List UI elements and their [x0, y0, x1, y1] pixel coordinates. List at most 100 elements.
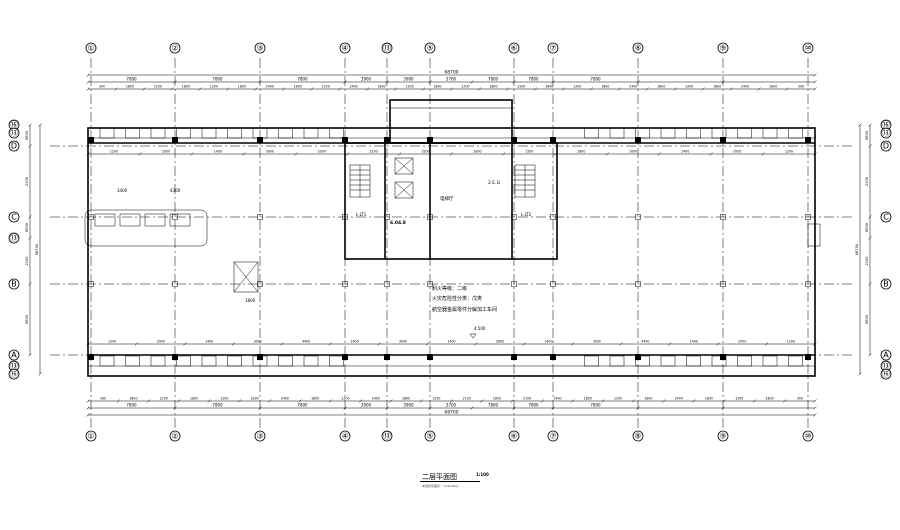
dim-tick [114, 87, 118, 91]
dim-tick [28, 215, 32, 219]
dim-tick [358, 399, 363, 403]
dim-label: 2100 [25, 257, 29, 266]
dim-label: 1400 [205, 340, 213, 344]
axis-bubble: ⑦ [547, 42, 559, 54]
window-top [201, 127, 217, 139]
column-interior [342, 214, 348, 220]
dim-tick [328, 342, 333, 346]
dim-label: 1800 [769, 85, 777, 89]
column [342, 137, 348, 143]
column-interior [88, 214, 94, 220]
dim-label: 3200 [421, 150, 429, 154]
dim-tick [661, 399, 666, 403]
dim-tick [729, 87, 733, 91]
toilet-stall-4 [169, 213, 191, 227]
column [635, 354, 641, 360]
dim-label: 1200 [108, 340, 116, 344]
dim-tick [601, 399, 605, 403]
dim-label: 3800 [545, 85, 553, 89]
dim-label: 1200 [573, 85, 581, 89]
toilet-stall-2 [119, 213, 141, 227]
dim-label: 6600 [25, 315, 29, 324]
dim-tick [868, 353, 872, 357]
window-bottom [278, 355, 293, 367]
window-top [252, 127, 268, 139]
dim-tick [268, 399, 272, 403]
dim-label: 1800 [644, 397, 652, 401]
column [172, 354, 178, 360]
axis-label: ⑯ [882, 121, 890, 130]
dim-label: 300 [100, 397, 106, 401]
dim-tick [310, 87, 314, 91]
window-bottom [125, 355, 140, 367]
axis-bubble: ⑥ [508, 430, 520, 442]
dim-label: 2400 [266, 85, 274, 89]
column [805, 354, 811, 360]
window-top [227, 127, 242, 139]
dim-label: 1200 [685, 85, 693, 89]
dim-tick [512, 406, 516, 410]
dim-label: 7800 [297, 77, 308, 82]
dim-label: 1800 [126, 85, 134, 89]
dim-tick [298, 399, 302, 403]
dim-label: 1800 [601, 85, 609, 89]
dim-tick [785, 87, 789, 91]
column [427, 354, 433, 360]
dim-tick [343, 80, 347, 84]
axis-bubble: ⑧ [632, 42, 644, 54]
usage-note-1: 耐火等级：二级 [432, 285, 467, 292]
axis-bubble: ④ [339, 42, 351, 54]
dim-tick [365, 87, 370, 91]
axis-bubble: B [8, 278, 20, 290]
column [427, 137, 433, 143]
dim-tick [722, 399, 726, 403]
dim-label: 300 [99, 85, 105, 89]
column-interior [635, 281, 641, 287]
elevator-x2b [394, 181, 414, 199]
axis-bubble: A [8, 349, 20, 361]
axis-label: A [883, 351, 889, 360]
window-bottom [201, 355, 217, 367]
dim-tick [813, 80, 817, 84]
dim-tick [868, 215, 872, 219]
axis-label: ⑬ [10, 129, 18, 138]
dim-label: 1800 [705, 397, 713, 401]
dim-label: 6600 [865, 131, 869, 140]
dim-label: 3700 [446, 403, 457, 408]
axis-label: ③ [256, 44, 263, 53]
dim-tick [86, 406, 90, 410]
axis-bubble: ⑬ [8, 127, 20, 139]
window-top [303, 127, 319, 139]
dim-label: 3700 [446, 77, 457, 82]
title-underline [420, 481, 480, 482]
column-interior [257, 214, 263, 220]
dim-tick [570, 399, 575, 403]
axis-label: ④ [341, 44, 348, 53]
axis-bubble: ③ [254, 42, 266, 54]
axis-label: ⑯ [10, 370, 18, 379]
level-triangle [469, 333, 477, 339]
dim-tick [86, 413, 90, 417]
dim-label: 2100 [463, 397, 471, 401]
column-interior [511, 281, 517, 287]
drawing-title: 二层平面图 [422, 473, 457, 481]
dim-label: 7800 [528, 77, 539, 82]
dim-tick [86, 87, 90, 91]
dim-label: 1200 [517, 85, 525, 89]
axis-label: ⑤ [426, 44, 433, 53]
dim-tick [385, 80, 389, 84]
axis-label: A [11, 351, 17, 360]
window-top [278, 127, 293, 139]
axis-bubble: ⑨ [717, 430, 729, 442]
toilet-block [84, 209, 208, 247]
axis-label: ⑨ [719, 44, 726, 53]
dim-label: 1800 [493, 397, 501, 401]
dim-tick [470, 406, 474, 410]
axis-label: ⑦ [549, 432, 556, 441]
dim-label: 4400 [302, 340, 310, 344]
window-top [609, 127, 625, 139]
axis-label: ⑯ [10, 121, 18, 130]
dim-tick [328, 399, 333, 403]
dim-label: 1800 [251, 397, 259, 401]
window-bottom [329, 355, 344, 367]
